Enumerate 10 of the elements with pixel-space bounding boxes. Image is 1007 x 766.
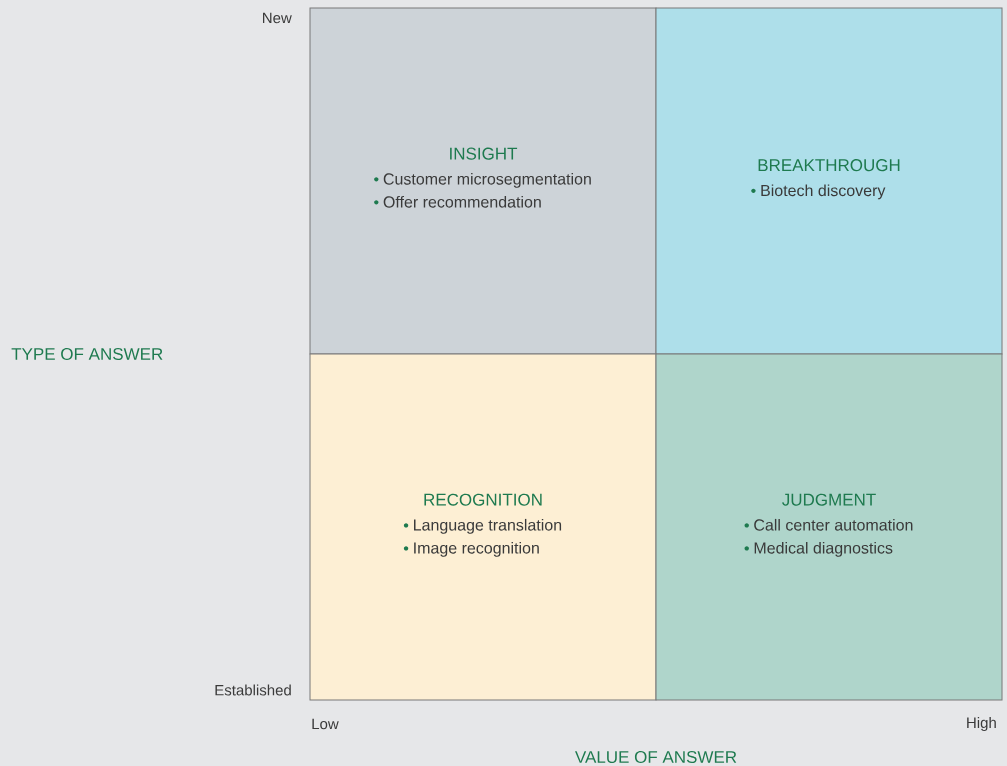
quadrant-box: RECOGNITION Language translation Image recognition (309, 353, 657, 701)
axis-title: VALUE OF ANSWER (575, 751, 737, 763)
tick-label: Established (215, 684, 291, 696)
tick-label: Low (312, 718, 339, 730)
quadrant-box: BREAKTHROUGH Biotech discovery (655, 7, 1003, 355)
quadrant-box: JUDGMENT Call center automation Medical diagnostics (655, 353, 1003, 701)
quadrant-box: INSIGHT Customer microsegmentation Offer recommendation (309, 7, 657, 355)
axis-title: TYPE OF ANSWER (11, 348, 163, 360)
tick-label: New (263, 12, 292, 24)
tick-label: High (967, 717, 996, 731)
